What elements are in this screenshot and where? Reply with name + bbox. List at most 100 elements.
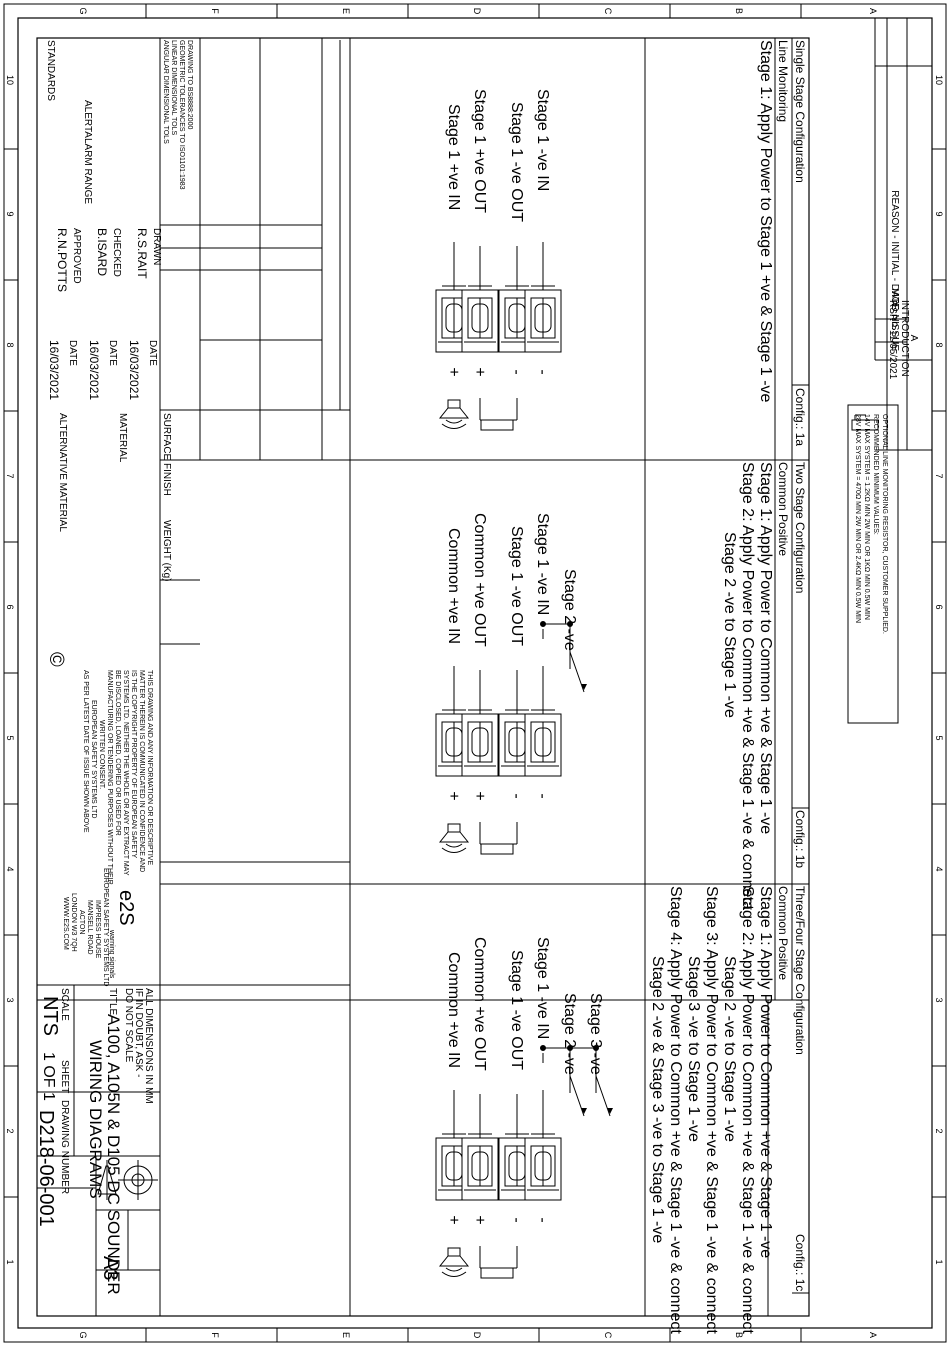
- resistor-note-line: 28V MAX SYSTEM = 470Ω MIN 2W MIN OR 2.4K…: [854, 414, 861, 623]
- stage-label: Stage 2 -ve: [561, 569, 578, 651]
- col-label: 7: [934, 473, 944, 478]
- config-1b-subtitle: Common Positive: [776, 462, 790, 556]
- title-block: [36, 38, 351, 1317]
- polarity-mark: +: [471, 1215, 488, 1224]
- approved-date: 16/03/2021: [47, 340, 61, 400]
- switch-arrow: [581, 684, 587, 690]
- copyright-line: IS THE COPYRIGHT PROPERTY OF EUROPEAN SA…: [130, 670, 137, 858]
- resistor-note: OPTIONAL LINE MONITORING RESISTOR, CUSTO…: [847, 404, 899, 724]
- sound-wave: [441, 1271, 467, 1277]
- dim-note: ALL DIMENSIONS IN MM: [143, 988, 154, 1104]
- col-label: 5: [5, 735, 15, 740]
- note-line: LINEAR DIMENSIONAL TOLS: [170, 40, 177, 136]
- resistor-icon: [480, 1267, 514, 1279]
- terminal-label: Stage 1 -ve IN: [534, 513, 551, 615]
- rev-issue-header: ISSUE: [889, 321, 900, 351]
- drawn-label: DRAWN: [151, 228, 162, 265]
- terminal-label: Stage 1 -ve OUT: [508, 950, 525, 1070]
- dim-note: IF IN DOUBT, ASK -: [133, 988, 144, 1077]
- resistor-note-line: RECOMMENDED MINIMUM VALUES:: [872, 414, 879, 535]
- terminal-label: Stage 1 -ve IN: [534, 937, 551, 1039]
- row-label: D: [472, 1332, 482, 1339]
- row-label: G: [78, 1331, 88, 1338]
- polarity-mark: -: [534, 369, 551, 374]
- projection-symbol-icon: [97, 1160, 158, 1200]
- sound-wave: [445, 1267, 463, 1272]
- copyright-symbol: ©: [45, 652, 67, 667]
- date-label: DATE: [67, 340, 78, 366]
- wiring-diagrams: Stage 1 +ve IN Stage 1 +ve OUT Stage 1 -ve…: [435, 89, 613, 1279]
- sound-wave: [445, 419, 463, 424]
- polarity-mark: +: [471, 791, 488, 800]
- terminal-screw-head: [534, 1151, 552, 1181]
- switch-blade: [595, 1075, 611, 1117]
- col-label: 6: [5, 604, 15, 609]
- config-1a-subtitle: Line Monitoring: [776, 40, 790, 122]
- drawing-number-label: DRAWING NUMBER: [59, 1100, 70, 1194]
- company-line: ACTON: [78, 910, 85, 934]
- row-label: F: [210, 8, 220, 14]
- polarity-mark: +: [445, 791, 462, 800]
- config-1b-title: Two Stage Configuration: [793, 462, 807, 593]
- terminal-label: Common +ve OUT: [471, 513, 488, 647]
- terminal-label: Stage 1 +ve IN: [445, 104, 462, 210]
- row-ticks: [145, 4, 802, 1342]
- terminal-label: Stage 1 +ve OUT: [471, 89, 488, 213]
- polarity-mark: -: [534, 793, 551, 798]
- row-label: D: [472, 8, 482, 15]
- col-label: 7: [5, 473, 15, 478]
- drawing-title-line2: WIRING DIAGRAMS: [86, 1040, 105, 1199]
- config-1b-instruction: Stage 2 -ve to Stage 1 -ve: [721, 532, 738, 718]
- config-1c-label: Config.: 1c: [793, 1234, 807, 1291]
- copyright-line: MATTER THEREIN IS COMMUNICATED IN CONFID…: [138, 670, 145, 872]
- config-1b-instruction: Stage 1: Apply Power to Common +ve & Sta…: [757, 462, 774, 834]
- stage-label: Stage 2 -ve: [561, 993, 578, 1075]
- row-label: C: [603, 8, 613, 15]
- terminal-label: Common +ve IN: [445, 952, 462, 1068]
- polarity-mark: -: [508, 369, 525, 374]
- col-label: 6: [934, 604, 944, 609]
- rev-reason-header: REASON - INITIAL - DATE: [889, 190, 900, 310]
- checked-label: CHECKED: [111, 228, 122, 277]
- config-1a-instruction: Stage 1: Apply Power to Stage 1 +ve & St…: [757, 40, 774, 403]
- switch-blade: [569, 651, 585, 693]
- revision-table: ISSUE A MOD No. REASON - INITIAL - DATE …: [874, 18, 932, 451]
- company-line: MANSELL ROAD: [86, 900, 93, 955]
- terminal-screw-head: [471, 727, 489, 757]
- company-line: LONDON W3 7QH: [70, 893, 77, 952]
- resistor-note-line: OPTIONAL LINE MONITORING RESISTOR, CUSTO…: [881, 414, 888, 634]
- row-label: B: [734, 8, 744, 14]
- col-label: 3: [5, 997, 15, 1002]
- polarity-mark: -: [508, 1217, 525, 1222]
- switch-arrow: [581, 1108, 587, 1114]
- terminal-screw-head: [534, 303, 552, 333]
- range-label: ALERTALARM RANGE: [82, 100, 93, 204]
- sounder-icon: [447, 823, 461, 833]
- col-label: 2: [934, 1128, 944, 1133]
- col-label: 3: [934, 997, 944, 1002]
- copyright-line: AS PER LATEST DATE OF ISSUE SHOWN ABOVE: [82, 670, 89, 833]
- sound-wave: [445, 843, 463, 848]
- col-label: 1: [5, 1259, 15, 1264]
- row-label: G: [78, 7, 88, 14]
- drawn-date: 16/03/2021: [127, 340, 141, 400]
- polarity-mark: -: [508, 793, 525, 798]
- config-1c-title: Three/Four Stage Configuration: [793, 886, 807, 1055]
- paper-size: A3: [99, 1256, 121, 1280]
- config-1c-instruction: Stage 4: Apply Power to Common +ve & Sta…: [667, 886, 684, 1334]
- col-label: 1: [934, 1259, 944, 1264]
- checked-by: B.ISARD: [95, 228, 109, 276]
- inner-border: [17, 17, 933, 1329]
- sound-wave: [441, 847, 467, 853]
- copyright-line: WRITTEN CONSENT.: [98, 720, 105, 789]
- sound-wave: [441, 423, 467, 429]
- drawing-number: D218-06-001: [35, 1110, 57, 1227]
- scale-value: NTS: [39, 996, 61, 1036]
- config-1c-instruction: Stage 3 -ve to Stage 1 -ve: [685, 956, 702, 1142]
- terminal-label: Stage 1 -ve IN: [534, 89, 551, 191]
- note-line: ANGULAR DIMENSIONAL TOLS: [162, 40, 169, 144]
- company-line: WWW.E2S.COM: [62, 897, 69, 950]
